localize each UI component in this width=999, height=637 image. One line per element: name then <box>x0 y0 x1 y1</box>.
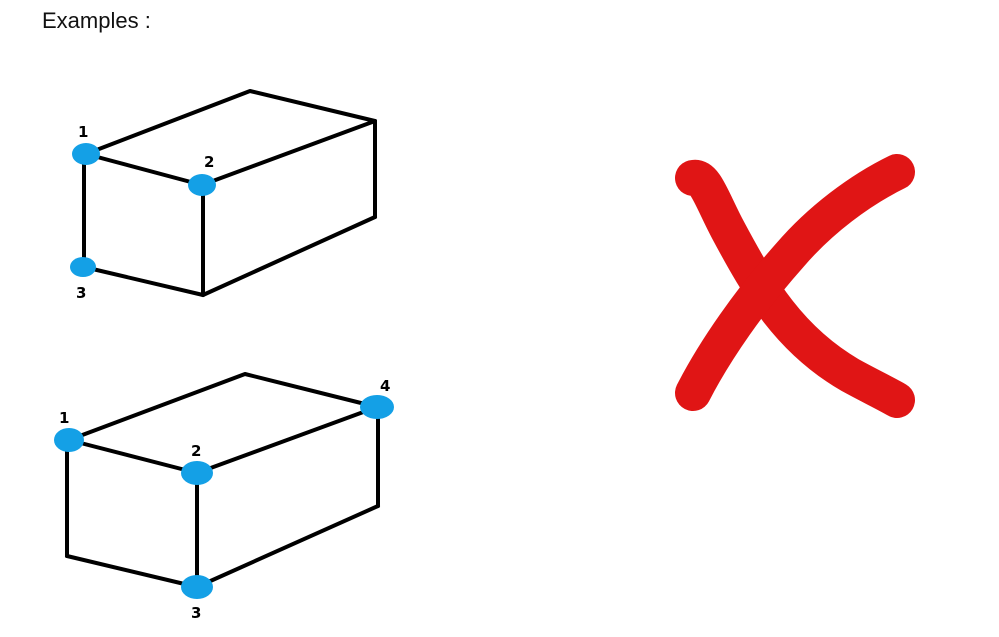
vertex-3 <box>181 575 213 599</box>
box-1-edge-bottom-left <box>82 265 205 297</box>
cross-icon <box>675 154 915 418</box>
example-2-box: 1 2 3 4 <box>54 372 394 622</box>
box-1-edge-bottom-right <box>201 215 377 297</box>
cross-stroke-2 <box>675 154 915 411</box>
cross-stroke-1 <box>675 159 915 418</box>
box-2-edge-bottom-right <box>195 504 380 589</box>
vertex-label-1: 1 <box>59 409 69 427</box>
box-2-edge-bottom-left <box>65 554 199 589</box>
vertex-1 <box>54 428 84 452</box>
vertex-3 <box>70 257 96 277</box>
vertex-1 <box>72 143 100 165</box>
vertex-label-2: 2 <box>191 442 201 460</box>
vertex-label-3: 3 <box>76 284 86 302</box>
vertex-2 <box>181 461 213 485</box>
box-1-top-face <box>84 89 377 187</box>
vertex-2 <box>188 174 216 196</box>
box-2-top-face <box>67 372 379 475</box>
example-1-box: 1 2 3 <box>70 89 377 302</box>
vertex-label-2: 2 <box>204 153 214 171</box>
vertex-label-1: 1 <box>78 123 88 141</box>
vertex-4 <box>360 395 394 419</box>
vertex-label-4: 4 <box>380 377 390 395</box>
vertex-label-3: 3 <box>191 604 201 622</box>
heading: Examples : <box>42 8 151 33</box>
